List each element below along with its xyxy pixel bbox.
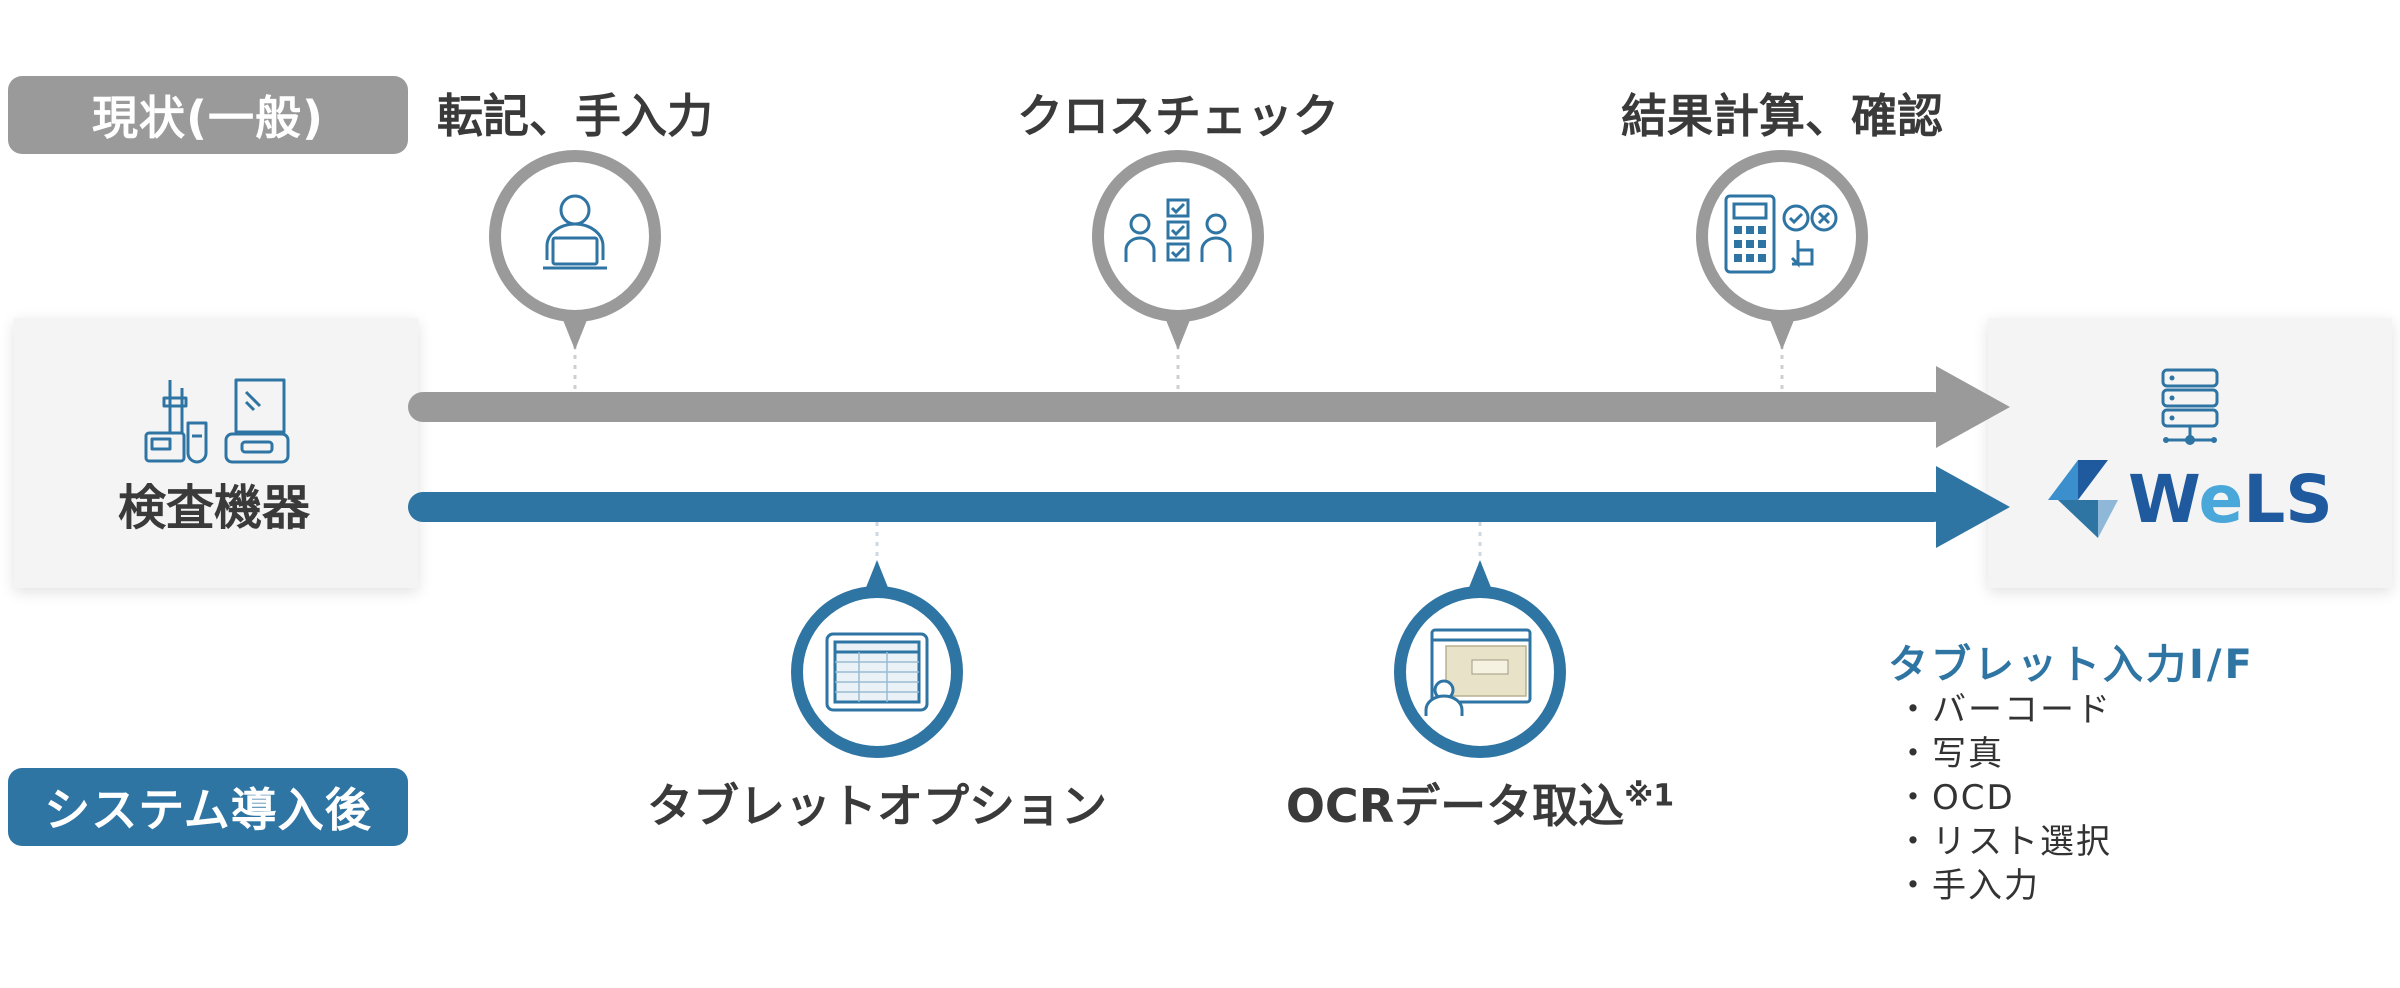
after-badge: システム導入後	[8, 768, 408, 846]
list-item: ・リスト選択	[1896, 822, 2112, 862]
current-badge: 現状(一般)	[8, 76, 408, 154]
cross-check-icon	[1124, 198, 1232, 262]
list-item: ・写真	[1896, 734, 2004, 774]
server-icon	[2161, 368, 2219, 445]
current-step-pin-1	[489, 150, 661, 350]
wels-logo-mark	[2048, 460, 2118, 538]
current-step-label-1: 転記、手入力	[437, 89, 713, 143]
lab-instruments-icon	[144, 378, 290, 464]
tablet-input-title: タブレット入力I/F	[1888, 642, 2255, 688]
target-box: WeLS	[1988, 318, 2392, 588]
after-arrow	[408, 466, 2010, 548]
list-item: ・バーコード	[1896, 690, 2112, 730]
after-step-pin-1	[791, 560, 963, 758]
calculator-check-icon	[1724, 194, 1838, 274]
current-arrow	[408, 366, 2010, 448]
current-step-label-2: クロスチェック	[1017, 89, 1339, 143]
after-step-pin-2	[1394, 560, 1566, 758]
tablet-icon	[825, 632, 929, 712]
source-label: 検査機器	[118, 480, 311, 536]
wels-logo: WeLS	[2048, 460, 2333, 538]
current-step-pin-3	[1696, 150, 1868, 350]
ocr-screen-icon	[1424, 628, 1532, 716]
after-step-label-1: タブレットオプション	[647, 779, 1107, 833]
source-box: 検査機器	[14, 318, 418, 588]
current-step-label-3: 結果計算、確認	[1621, 89, 1943, 143]
list-item: ・OCD	[1896, 778, 2015, 818]
after-step-label-2: OCRデータ取込※1	[1286, 770, 1674, 836]
tablet-input-list: ・バーコード ・写真 ・OCD ・リスト選択 ・手入力	[1896, 688, 2112, 908]
ocr-label-text: OCRデータ取込	[1285, 779, 1625, 833]
current-step-pin-2	[1092, 150, 1264, 350]
person-laptop-icon	[543, 194, 607, 270]
list-item: ・手入力	[1896, 866, 2040, 906]
ocr-footnote-mark: ※1	[1624, 778, 1675, 814]
